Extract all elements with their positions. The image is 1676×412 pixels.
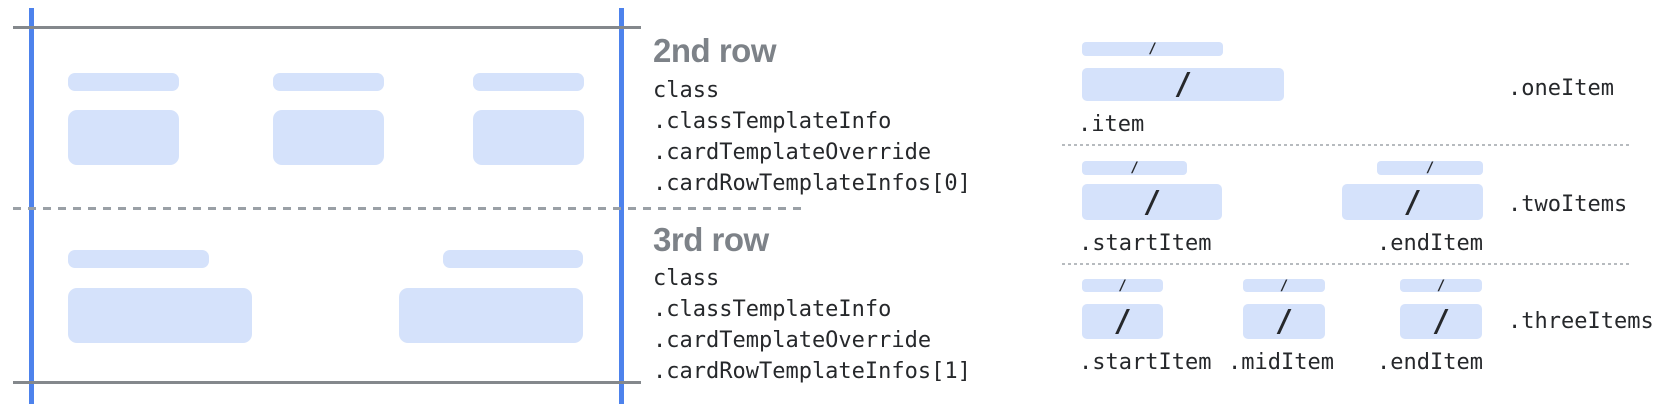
section-divider-dotted-line	[1062, 144, 1630, 146]
field-value-box	[399, 288, 583, 343]
item-class-label: .startItem	[1079, 231, 1212, 256]
item-body-bar: /	[1082, 184, 1222, 220]
slash-glyph: /	[1130, 160, 1139, 176]
slash-glyph: /	[1431, 304, 1451, 339]
blue-guide-line-right	[619, 8, 624, 404]
field-label-bar	[443, 250, 583, 268]
field-value-box	[68, 288, 252, 343]
field-label-bar	[68, 250, 209, 268]
item-body-bar: /	[1400, 304, 1482, 339]
item-body-bar: /	[1082, 304, 1163, 339]
slash-glyph: /	[1436, 277, 1446, 294]
slash-glyph: /	[1279, 277, 1289, 294]
slash-glyph: /	[1274, 304, 1294, 339]
section-divider-dotted-line	[1062, 263, 1630, 265]
row-class-path: class .classTemplateInfo .cardTemplateOv…	[653, 75, 971, 199]
card-bottom-border	[13, 381, 641, 384]
layout-class-label: .threeItems	[1508, 309, 1654, 334]
item-header-bar: /	[1243, 277, 1325, 294]
row-heading: 3rd row	[653, 221, 769, 258]
item-class-label: .endItem	[1377, 350, 1483, 375]
item-header-bar: /	[1082, 41, 1223, 57]
layout-class-label: .oneItem	[1508, 76, 1614, 101]
row-class-path: class .classTemplateInfo .cardTemplateOv…	[653, 263, 971, 387]
layout-class-label: .twoItems	[1508, 192, 1628, 217]
item-body-bar: /	[1342, 184, 1483, 220]
field-value-box	[68, 110, 179, 165]
item-class-label: .startItem	[1079, 350, 1212, 375]
code-path-line: .classTemplateInfo	[653, 109, 892, 134]
slash-glyph: /	[1425, 160, 1435, 176]
item-class-label: .midItem	[1228, 350, 1334, 375]
code-path-line: .cardRowTemplateInfos[0]	[653, 171, 971, 196]
slash-glyph: /	[1148, 41, 1157, 57]
row-heading: 2nd row	[653, 32, 777, 69]
field-label-bar	[68, 73, 179, 91]
item-class-label: .endItem	[1377, 231, 1483, 256]
slash-glyph: /	[1142, 184, 1162, 220]
slash-glyph: /	[1403, 184, 1422, 220]
code-path-line: .cardTemplateOverride	[653, 328, 932, 353]
code-path-line: .cardRowTemplateInfos[1]	[653, 359, 971, 384]
item-body-bar: /	[1243, 304, 1325, 339]
row-divider-dashed-line	[13, 207, 801, 210]
code-path-line: class	[653, 78, 720, 103]
field-value-box	[273, 110, 384, 165]
item-header-bar: /	[1400, 277, 1482, 294]
code-path-line: .cardTemplateOverride	[653, 140, 932, 165]
slash-glyph: /	[1173, 67, 1193, 102]
item-header-bar: /	[1082, 160, 1187, 176]
code-path-line: .classTemplateInfo	[653, 297, 892, 322]
code-path-line: class	[653, 266, 720, 291]
item-body-bar: /	[1082, 67, 1284, 102]
field-value-box	[473, 110, 584, 165]
blue-guide-line-left	[29, 8, 34, 404]
item-header-bar: /	[1377, 160, 1483, 176]
slash-glyph: /	[1118, 277, 1127, 294]
item-class-label: .item	[1078, 112, 1145, 137]
item-header-bar: /	[1082, 277, 1163, 294]
slash-glyph: /	[1113, 304, 1132, 339]
card-top-border	[13, 26, 641, 29]
field-label-bar	[273, 73, 384, 91]
field-label-bar	[473, 73, 584, 91]
